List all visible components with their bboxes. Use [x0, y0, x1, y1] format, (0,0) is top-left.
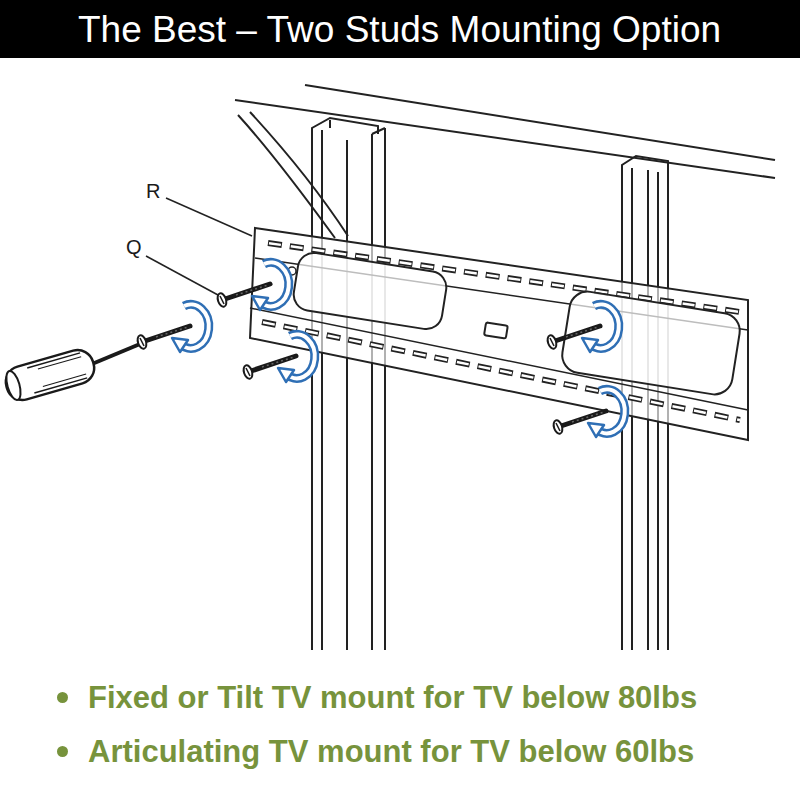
callout-letter: Q [126, 236, 142, 258]
rotation-arrow [252, 262, 289, 310]
bullet [57, 746, 68, 757]
rotation-arrow [172, 304, 209, 352]
screwdriver [2, 344, 140, 404]
callout-letter-holder: R [146, 180, 160, 202]
bullet-note: Articulating TV mount for TV below 60lbs [88, 735, 694, 769]
cable [238, 115, 335, 238]
title-text: The Best – Two Studs Mounting Option [78, 11, 721, 48]
leader-line [146, 256, 218, 295]
top-plate-line [305, 85, 775, 160]
rotation-arrow [278, 334, 315, 382]
cable [250, 112, 348, 236]
bullet-note-holder: Articulating TV mount for TV below 60lbs [88, 735, 694, 769]
wall-plate [250, 228, 748, 440]
wall-stud [312, 118, 385, 650]
rotation-arrow [582, 304, 619, 352]
rotation-arrow [588, 389, 625, 437]
bullet-note: Fixed or Tilt TV mount for TV below 80lb… [88, 681, 697, 715]
title-text-holder: The Best – Two Studs Mounting Option [78, 11, 721, 48]
top-plate-line [235, 100, 775, 178]
leader-line [166, 198, 252, 236]
callout-letter-holder: Q [126, 236, 142, 258]
callout-letter: R [146, 180, 160, 202]
bullet [57, 692, 68, 703]
bullet-note-holder: Fixed or Tilt TV mount for TV below 80lb… [88, 681, 697, 715]
